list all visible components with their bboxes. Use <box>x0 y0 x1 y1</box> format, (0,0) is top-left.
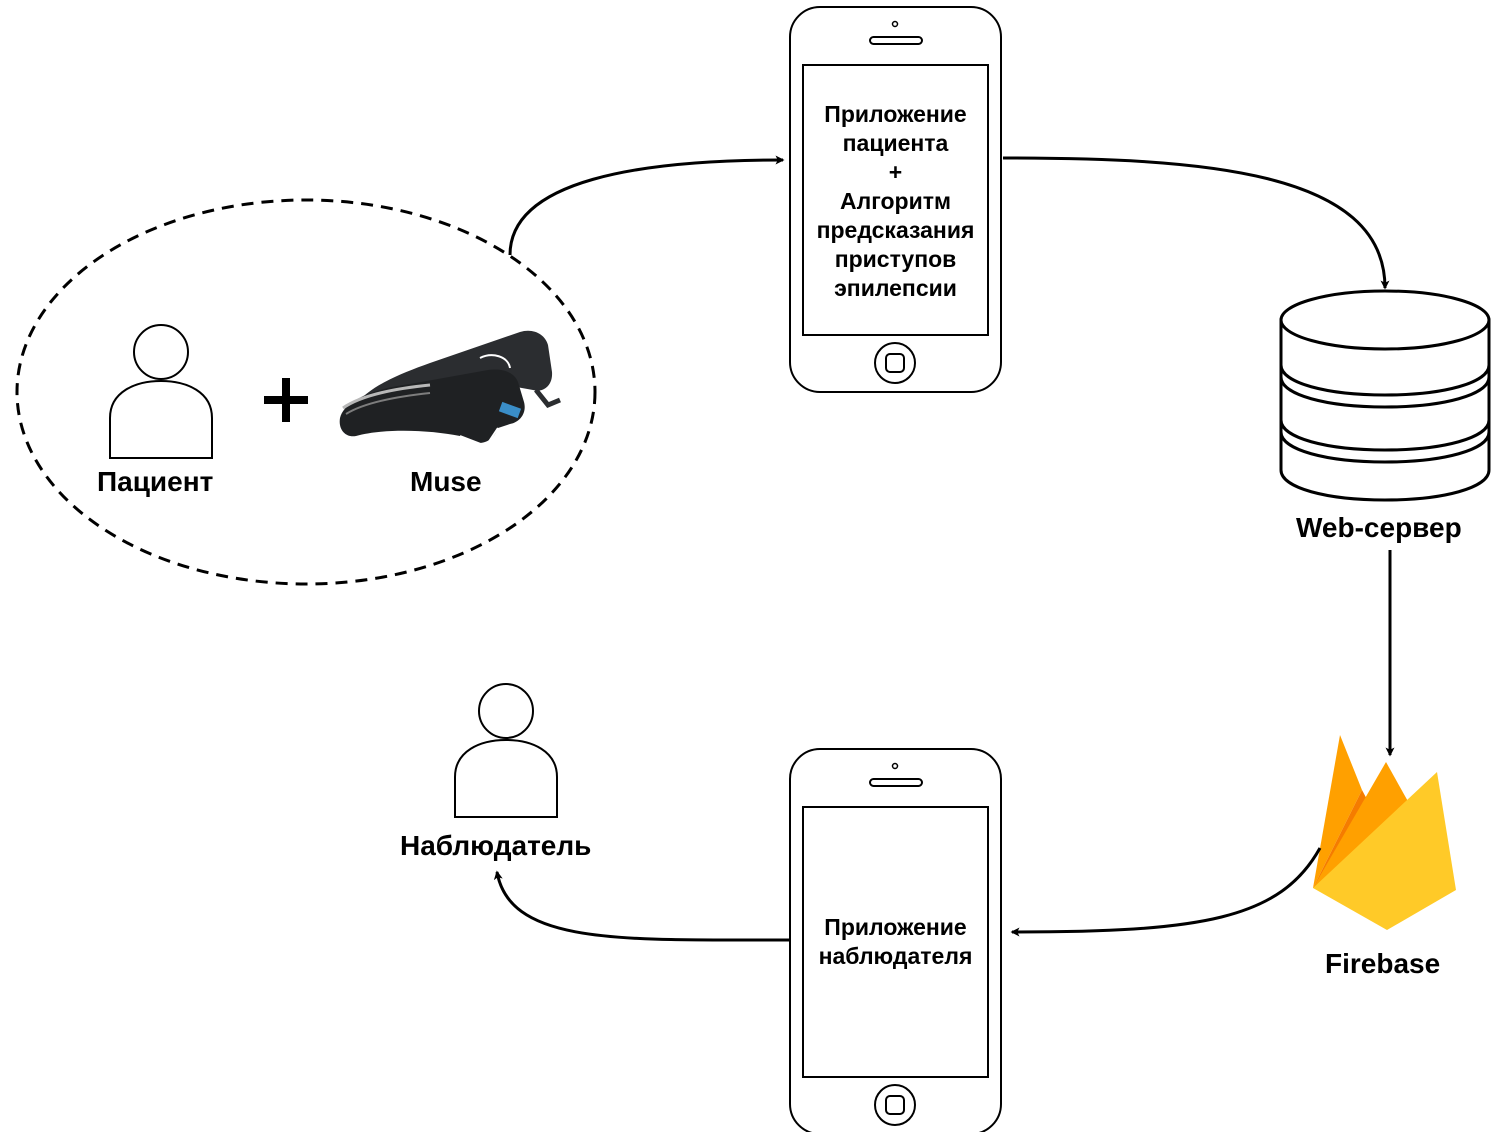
arrow-group-to-patient-app <box>508 155 785 256</box>
arrow-observer-app-to-observer <box>493 870 790 942</box>
patient-app-line: Приложение <box>824 101 967 127</box>
observer-app-line: наблюдателя <box>818 943 973 969</box>
patient-app-line: предсказания <box>816 217 975 243</box>
patient-app-line: + <box>888 159 903 185</box>
smartphone-icon <box>789 6 1002 393</box>
person-icon <box>109 324 213 459</box>
observer-app-line: Приложение <box>824 914 967 940</box>
firebase-label: Firebase <box>1325 948 1441 979</box>
database-icon <box>1279 289 1491 502</box>
arrow-firebase-to-observer-app <box>1010 847 1322 937</box>
smartphone-icon <box>789 748 1002 1132</box>
muse-label: Muse <box>410 466 482 497</box>
plus-symbol <box>264 378 308 422</box>
arrow-patient-app-to-server <box>1002 156 1390 290</box>
patient-app-line: приступов <box>834 246 957 272</box>
observer-app-text: Приложение наблюдателя <box>803 913 988 971</box>
patient-label: Пациент <box>97 466 214 497</box>
patient-app-line: пациента <box>842 130 949 156</box>
web-server-label: Web-сервер <box>1296 512 1462 543</box>
observer-label: Наблюдатель <box>400 830 592 861</box>
patient-app-line: Алгоритм <box>839 188 951 214</box>
patient-device-group <box>15 198 597 586</box>
firebase-icon <box>1313 735 1456 930</box>
headband-icon <box>339 330 561 448</box>
patient-app-text: Приложение пациента + Алгоритм предсказа… <box>803 100 988 303</box>
person-icon <box>454 683 558 818</box>
patient-app-line: эпилепсии <box>834 275 957 301</box>
